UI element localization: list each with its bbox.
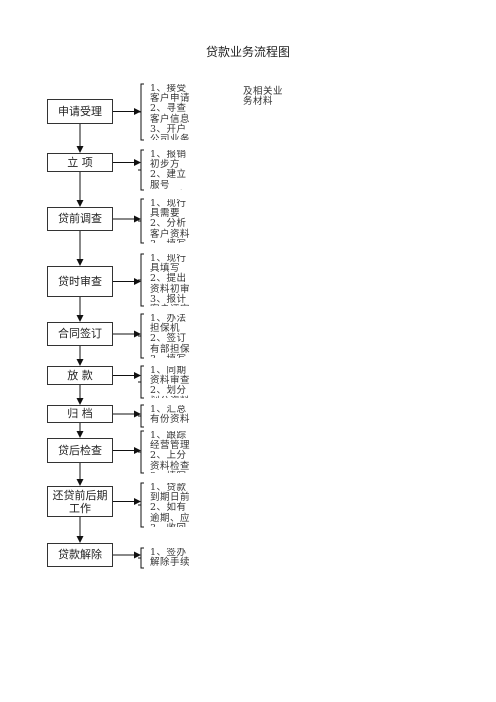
step-label-loan-release: 贷款解除 xyxy=(58,548,102,561)
step-label-post-loan-inspection: 贷后检查 xyxy=(58,443,102,457)
step-label-project: 立 项 xyxy=(67,155,93,169)
diagram-title: 贷款业务流程图 xyxy=(205,45,290,59)
note-bracket-6 xyxy=(138,365,144,399)
step-note-loan-release: 1、签办 解除手续 xyxy=(150,548,191,568)
step-note-pre-loan-investigation: 1、现行 具需要 2、分析 客户资料 3、填写 《调查报 xyxy=(150,199,191,243)
step-box-loan-release: 贷款解除 xyxy=(47,543,113,567)
step-note-repayment-work: 1、贷款 到期日前 2、如有 逾期、应 3、收回 贷款本息 xyxy=(150,483,191,527)
note-bracket-3 xyxy=(138,198,144,244)
step-label-disbursement: 放 款 xyxy=(67,368,93,382)
step-note-contract-signing: 1、办法 担保机 2、签订 有部担保 3、填写 《合同签 xyxy=(150,314,191,358)
step-box-contract-signing: 合同签订 xyxy=(47,322,113,346)
step-box-disbursement: 放 款 xyxy=(47,366,113,385)
step-note-loan-review: 1、现行 具填写 2、提出 资料初审 3、报计 客户评审 4、计审 客户填写 a xyxy=(150,254,191,306)
step-box-repayment-work: 还贷前后期 工作 xyxy=(47,486,113,517)
side-note-materials: 及相关业 务材料 xyxy=(243,86,284,108)
note-bracket-4 xyxy=(138,253,144,307)
step-box-pre-loan-investigation: 贷前调查 xyxy=(47,207,113,231)
step-label-application: 申请受理 xyxy=(58,104,102,118)
step-box-archiving: 归 档 xyxy=(47,405,113,423)
note-bracket-2 xyxy=(138,149,144,191)
step-label-loan-review: 贷时审查 xyxy=(58,274,102,288)
step-note-archiving: 1、汇总 有份资料 xyxy=(150,405,191,426)
note-bracket-8 xyxy=(138,430,144,474)
step-label-repayment-work: 还贷前后期 工作 xyxy=(52,488,108,515)
step-box-project: 立 项 xyxy=(47,153,113,172)
note-bracket-9 xyxy=(138,482,144,528)
note-bracket-7 xyxy=(138,404,144,428)
step-box-post-loan-inspection: 贷后检查 xyxy=(47,438,113,463)
step-note-application: 1、接受 客户申请 2、寻查 客户信息 3、开户 公司业务 4、初初 客户填写 xyxy=(150,84,191,140)
step-label-archiving: 归 档 xyxy=(67,407,93,420)
step-note-disbursement: 1、同期 资料审查 2、划分 划分资料 xyxy=(150,366,191,398)
step-note-project: 1、报销 初步方 2、建立 服号 3、同意 立项后 xyxy=(150,150,187,190)
step-box-application: 申请受理 xyxy=(47,99,113,124)
step-label-contract-signing: 合同签订 xyxy=(58,327,102,340)
step-box-loan-review: 贷时审查 xyxy=(47,266,113,297)
note-bracket-10 xyxy=(138,547,144,569)
note-bracket-5 xyxy=(138,313,144,359)
step-label-pre-loan-investigation: 贷前调查 xyxy=(58,212,102,225)
note-bracket-1 xyxy=(138,83,144,141)
step-note-post-loan-inspection: 1、跟踪 经营管理 2、上分 资料检查 3、填写 《检查报 xyxy=(150,431,191,473)
